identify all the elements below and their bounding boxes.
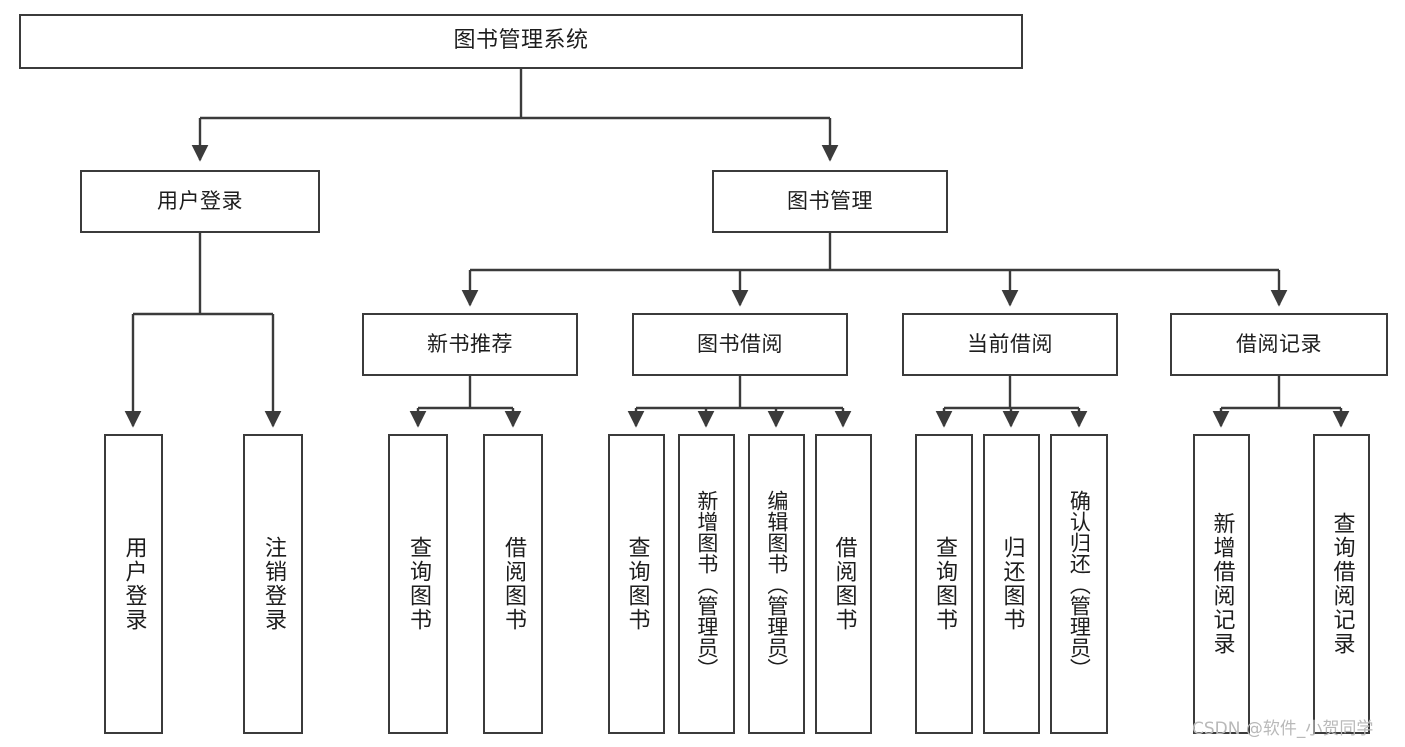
leaf-query-book-recommend-label: 查询图书	[405, 536, 431, 632]
leaf-borrow-book-recommend: 借阅图书	[483, 434, 543, 734]
leaf-add-book-admin-label: 新增图书（管理员）	[694, 489, 719, 679]
node-new-book-recommend: 新书推荐	[362, 313, 578, 376]
leaf-add-borrow-record-label: 新增借阅记录	[1209, 512, 1235, 656]
leaf-query-borrow-record: 查询借阅记录	[1313, 434, 1370, 734]
node-user-login: 用户登录	[80, 170, 320, 233]
watermark: CSDN @软件_小贺同学	[1192, 719, 1374, 739]
leaf-return-book: 归还图书	[983, 434, 1040, 734]
leaf-query-book-current-label: 查询图书	[931, 536, 957, 632]
leaf-query-book-recommend: 查询图书	[388, 434, 448, 734]
leaf-logout: 注销登录	[243, 434, 303, 734]
node-root-label: 图书管理系统	[453, 28, 589, 54]
node-book-borrow: 图书借阅	[632, 313, 848, 376]
leaf-query-borrow-record-label: 查询借阅记录	[1329, 512, 1355, 656]
leaf-return-book-label: 归还图书	[999, 536, 1025, 632]
leaf-borrow-book-label: 借阅图书	[831, 536, 857, 632]
leaf-query-book-borrow-label: 查询图书	[624, 536, 650, 632]
node-book-management-label: 图书管理	[787, 188, 873, 213]
leaf-add-borrow-record: 新增借阅记录	[1193, 434, 1250, 734]
node-book-borrow-label: 图书借阅	[697, 331, 783, 356]
leaf-query-book-current: 查询图书	[915, 434, 973, 734]
leaf-borrow-book: 借阅图书	[815, 434, 872, 734]
leaf-borrow-book-recommend-label: 借阅图书	[500, 536, 526, 632]
node-current-borrow: 当前借阅	[902, 313, 1118, 376]
leaf-edit-book-admin: 编辑图书（管理员）	[748, 434, 805, 734]
leaf-user-login: 用户登录	[104, 434, 163, 734]
node-book-management: 图书管理	[712, 170, 948, 233]
leaf-logout-label: 注销登录	[260, 536, 286, 632]
node-new-book-recommend-label: 新书推荐	[427, 331, 513, 356]
leaf-query-book-borrow: 查询图书	[608, 434, 665, 734]
node-user-login-label: 用户登录	[157, 188, 243, 213]
leaf-user-login-label: 用户登录	[121, 536, 147, 632]
node-borrow-record-label: 借阅记录	[1236, 331, 1322, 356]
node-current-borrow-label: 当前借阅	[967, 331, 1053, 356]
leaf-add-book-admin: 新增图书（管理员）	[678, 434, 735, 734]
node-root: 图书管理系统	[19, 14, 1023, 69]
leaf-confirm-return-admin: 确认归还（管理员）	[1050, 434, 1108, 734]
node-borrow-record: 借阅记录	[1170, 313, 1388, 376]
leaf-confirm-return-admin-label: 确认归还（管理员）	[1067, 489, 1092, 679]
leaf-edit-book-admin-label: 编辑图书（管理员）	[764, 489, 789, 679]
